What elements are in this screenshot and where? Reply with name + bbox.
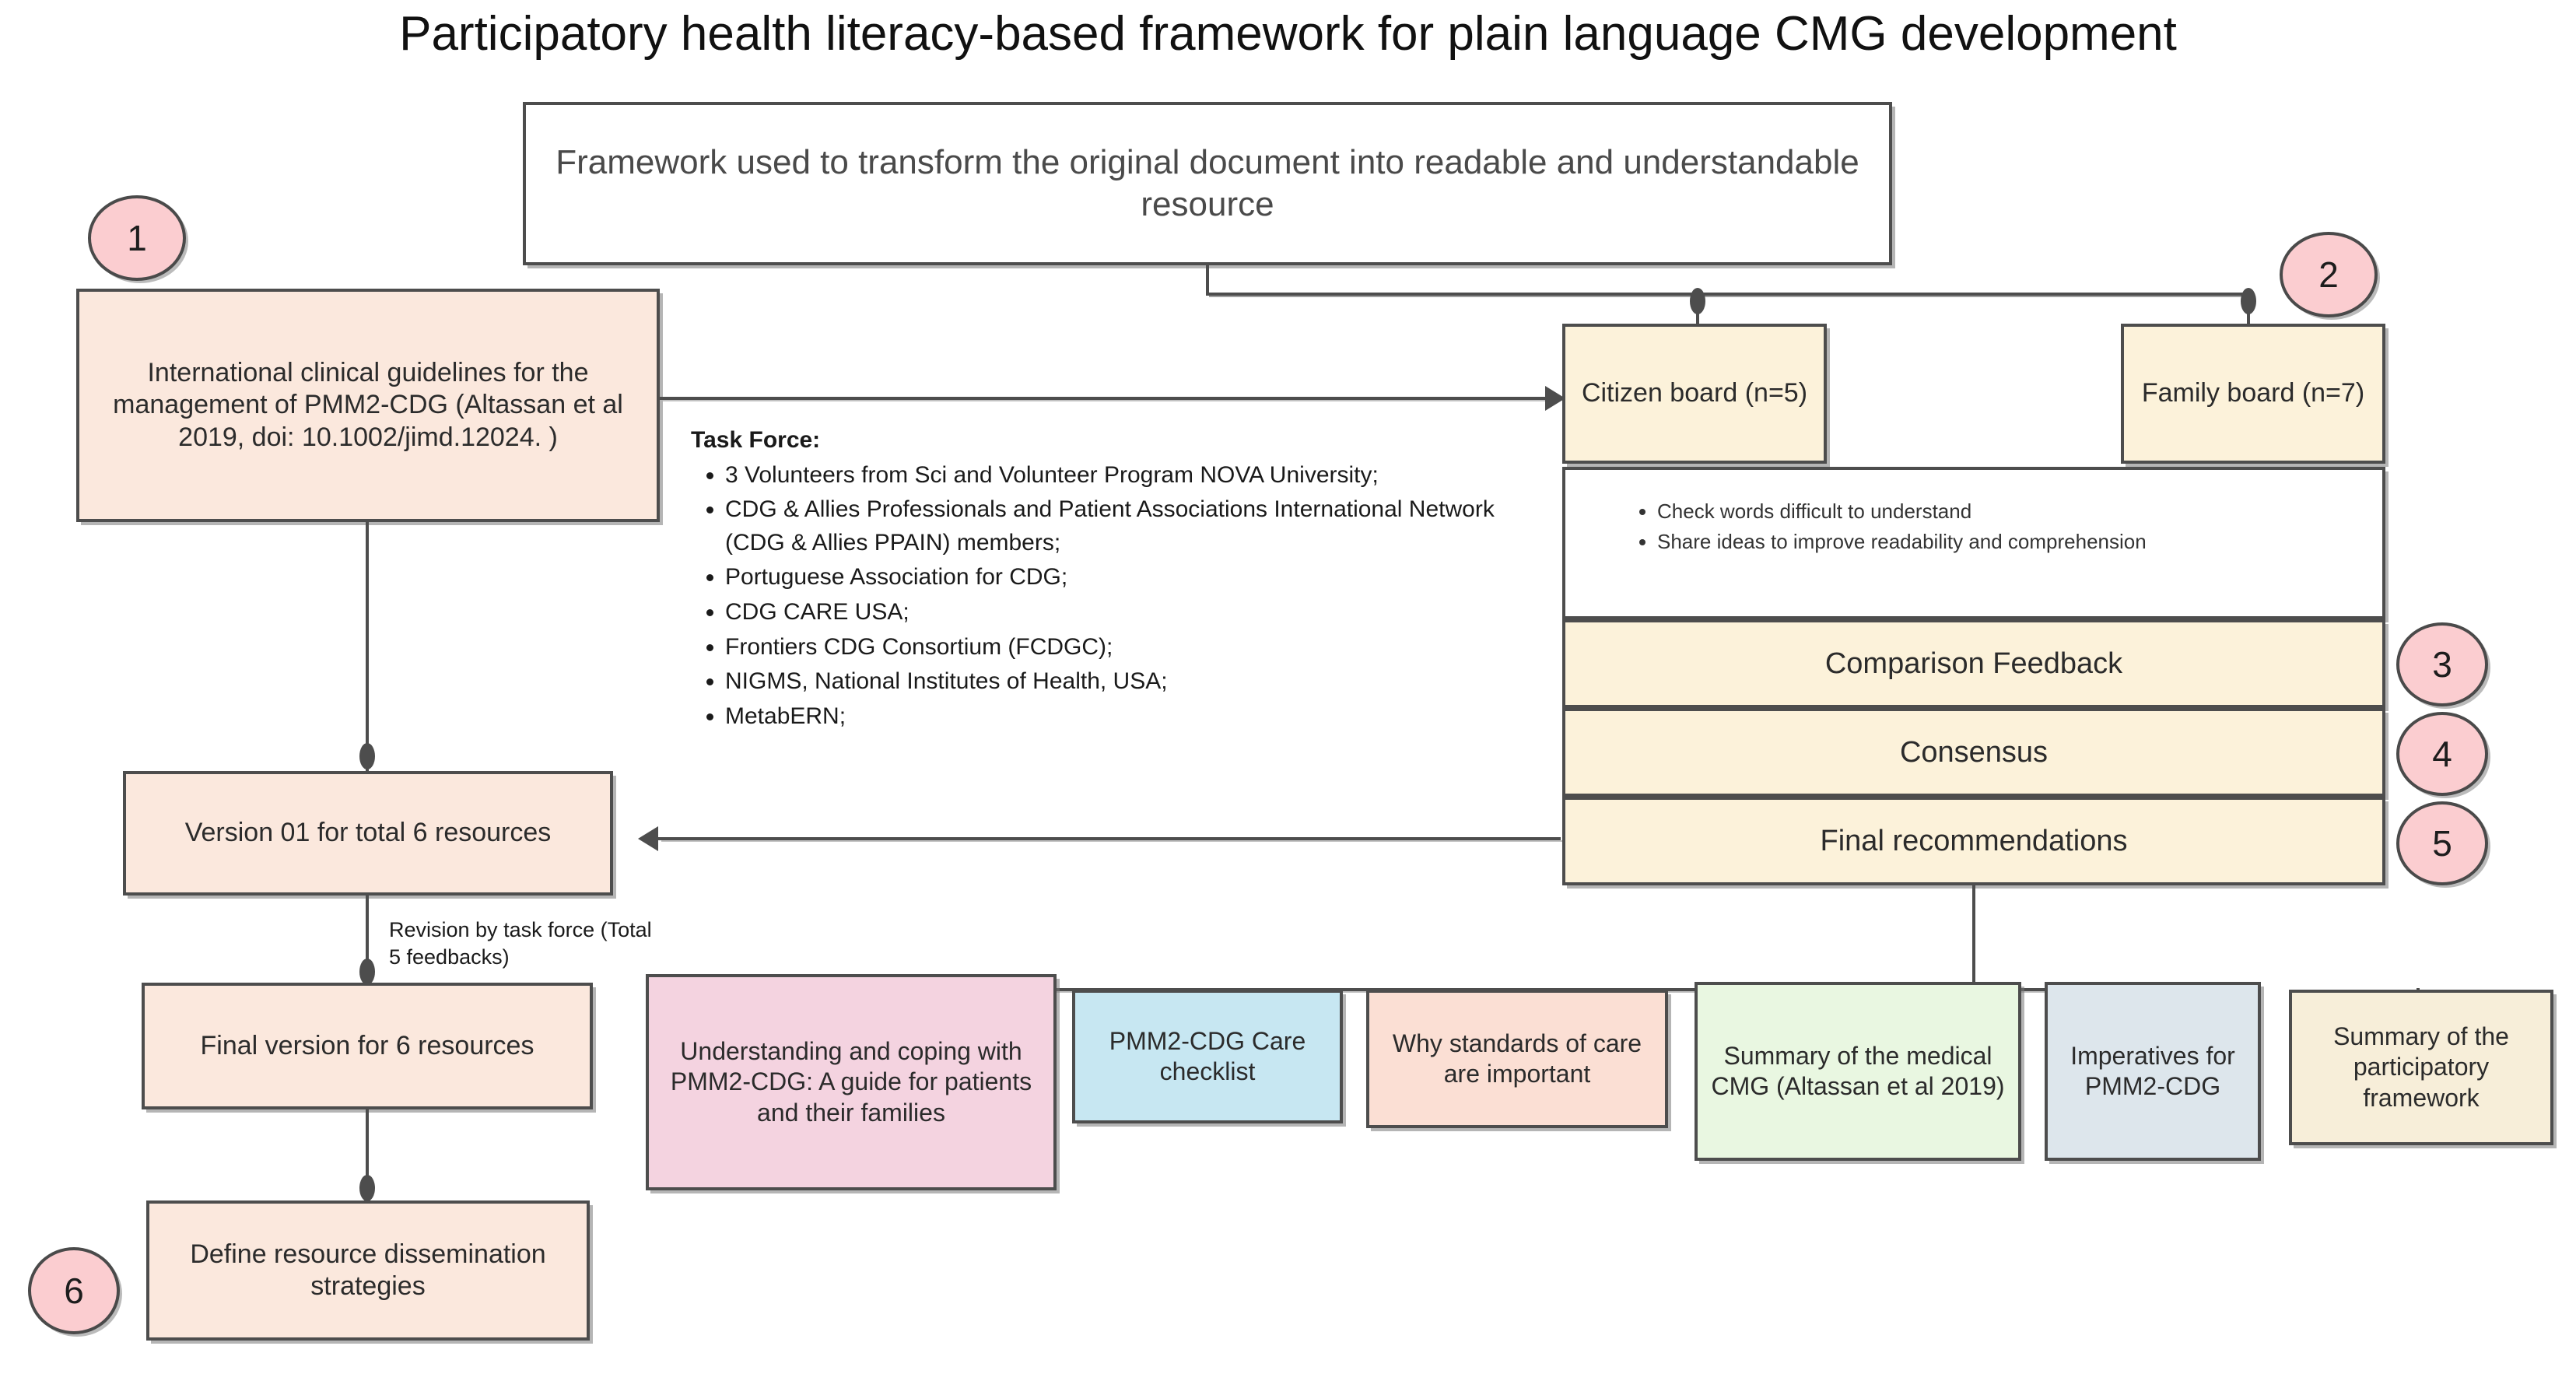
step-badge-3: 3 xyxy=(2396,622,2488,706)
connector-source-to-version01 xyxy=(366,522,369,771)
connector-note-down xyxy=(1206,265,1209,296)
connector-pin-family xyxy=(2241,288,2256,314)
step-badge-3-label: 3 xyxy=(2432,644,2452,685)
node-dissemination: Define resource dissemination strategies xyxy=(146,1200,590,1341)
board-tasks-block: Check words difficult to understand Shar… xyxy=(1572,498,2381,559)
list-item: Portuguese Association for CDG; xyxy=(725,561,1539,594)
page-title: Participatory health literacy-based fram… xyxy=(399,7,2177,61)
node-consensus-label: Consensus xyxy=(1899,735,2049,769)
list-item: 3 Volunteers from Sci and Volunteer Prog… xyxy=(725,459,1539,492)
step-badge-1: 1 xyxy=(88,195,186,281)
arrowhead-source-to-citizen xyxy=(1545,386,1565,411)
node-version01-label: Version 01 for total 6 resources xyxy=(184,818,552,848)
task-force-heading: Task Force: xyxy=(691,427,821,453)
framework-note-box: Framework used to transform the original… xyxy=(523,102,1892,265)
board-tasks-box xyxy=(1562,467,2385,619)
list-item: NIGMS, National Institutes of Health, US… xyxy=(725,665,1539,699)
node-citizen-board: Citizen board (n=5) xyxy=(1562,324,1827,464)
node-consensus: Consensus xyxy=(1562,708,2385,797)
framework-note-text: Framework used to transform the original… xyxy=(556,143,1859,223)
step-badge-5-label: 5 xyxy=(2432,823,2452,864)
list-item: Share ideas to improve readability and c… xyxy=(1657,528,2381,556)
node-family-board: Family board (n=7) xyxy=(2121,324,2385,464)
step-badge-2-label: 2 xyxy=(2318,254,2339,295)
list-item: MetabERN; xyxy=(725,700,1539,734)
connector-pin-version01 xyxy=(359,743,375,769)
step-badge-4: 4 xyxy=(2396,712,2488,796)
node-comparison-feedback: Comparison Feedback xyxy=(1562,619,2385,708)
resource-box-6: Summary of the participatory framework xyxy=(2289,990,2553,1145)
resource-box-1-label: Understanding and coping with PMM2-CDG: … xyxy=(670,1037,1032,1127)
connector-version01-to-final xyxy=(366,896,369,983)
resource-box-4-label: Summary of the medical CMG (Altassan et … xyxy=(1711,1041,2005,1100)
step-badge-6-label: 6 xyxy=(64,1271,84,1311)
connector-source-to-citizen xyxy=(660,397,1547,400)
edge-label-revision: Revision by task force (Total 5 feedback… xyxy=(389,917,669,970)
edge-label-revision-text: Revision by task force (Total 5 feedback… xyxy=(389,918,652,969)
resource-box-3: Why standards of care are important xyxy=(1366,990,1668,1128)
node-citizen-board-label: Citizen board (n=5) xyxy=(1581,378,1808,408)
step-badge-5: 5 xyxy=(2396,801,2488,885)
resource-box-2: PMM2-CDG Care checklist xyxy=(1072,990,1343,1123)
list-item: Check words difficult to understand xyxy=(1657,498,2381,525)
list-item: Frontiers CDG Consortium (FCDGC); xyxy=(725,631,1539,664)
node-family-board-label: Family board (n=7) xyxy=(2141,378,2365,408)
step-badge-4-label: 4 xyxy=(2432,734,2452,774)
connector-pin-dissemination xyxy=(359,1175,375,1201)
node-final-recommendations: Final recommendations xyxy=(1562,797,2385,885)
resource-box-1: Understanding and coping with PMM2-CDG: … xyxy=(646,974,1057,1190)
resource-box-4: Summary of the medical CMG (Altassan et … xyxy=(1695,982,2021,1161)
node-final-version-label: Final version for 6 resources xyxy=(200,1030,534,1060)
resource-box-5-label: Imperatives for PMM2-CDG xyxy=(2070,1041,2235,1100)
connector-pin-citizen xyxy=(1690,288,1705,314)
resource-box-2-label: PMM2-CDG Care checklist xyxy=(1109,1026,1306,1085)
step-badge-2: 2 xyxy=(2280,232,2378,317)
connector-recs-to-version01 xyxy=(658,837,1561,840)
list-item: CDG CARE USA; xyxy=(725,596,1539,629)
list-item: CDG & Allies Professionals and Patient A… xyxy=(725,493,1539,559)
resource-box-5: Imperatives for PMM2-CDG xyxy=(2045,982,2261,1161)
node-final-recommendations-label: Final recommendations xyxy=(1820,824,2128,857)
node-source-guidelines: International clinical guidelines for th… xyxy=(76,289,660,522)
node-source-guidelines-label: International clinical guidelines for th… xyxy=(113,357,623,452)
arrowhead-recs-to-version01 xyxy=(638,826,658,851)
node-version01: Version 01 for total 6 resources xyxy=(123,771,613,896)
resource-box-6-label: Summary of the participatory framework xyxy=(2333,1022,2509,1112)
connector-final-to-dissemination xyxy=(366,1109,369,1197)
node-comparison-feedback-label: Comparison Feedback xyxy=(1824,647,2123,680)
connector-recs-down xyxy=(1972,885,1975,991)
board-tasks-list: Check words difficult to understand Shar… xyxy=(1572,498,2381,556)
resource-box-3-label: Why standards of care are important xyxy=(1392,1029,1642,1088)
node-final-version: Final version for 6 resources xyxy=(142,983,593,1109)
step-badge-6: 6 xyxy=(28,1247,120,1334)
task-force-block: Task Force: 3 Volunteers from Sci and Vo… xyxy=(691,424,1539,734)
connector-pin-final-version xyxy=(359,959,375,985)
step-badge-1-label: 1 xyxy=(127,218,147,258)
task-force-list: 3 Volunteers from Sci and Volunteer Prog… xyxy=(691,459,1539,734)
connector-board-bus xyxy=(1206,293,2248,296)
node-dissemination-label: Define resource dissemination strategies xyxy=(190,1239,546,1301)
